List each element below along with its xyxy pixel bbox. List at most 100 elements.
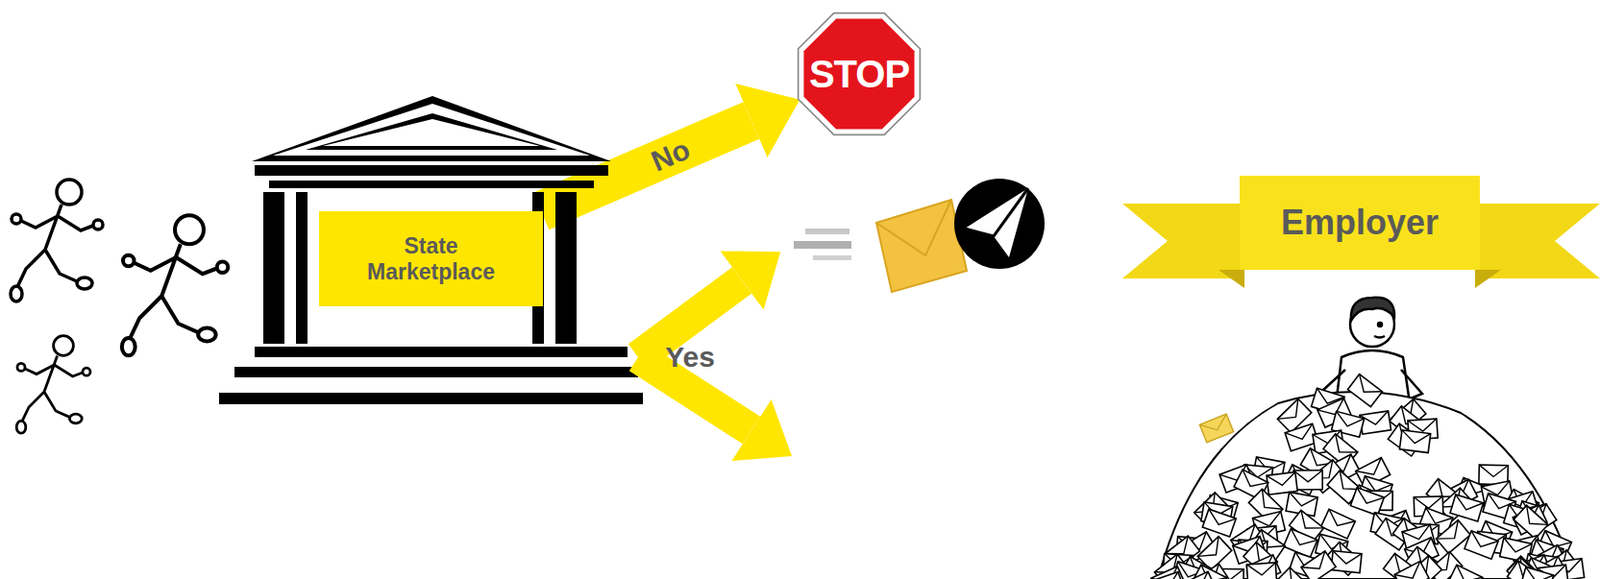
envelope-pile (1513, 505, 1549, 540)
envelope-pile (1347, 374, 1382, 408)
envelope-pile (1347, 374, 1382, 408)
mail-icon (812, 255, 852, 261)
octagon-fill (803, 18, 914, 129)
envelope-pile (1350, 488, 1384, 517)
envelope-pile (1277, 398, 1306, 428)
employer-banner: Employer (1239, 175, 1480, 271)
envelope-pile (1523, 567, 1554, 579)
envelope-pile (1321, 509, 1356, 540)
mail-icon (954, 178, 1045, 270)
envelope-pile (1293, 470, 1323, 491)
envelope-pile (1394, 562, 1429, 579)
envelope-pile (1324, 509, 1355, 532)
stop-sign: STOP (791, 6, 927, 142)
envelope-pile (1435, 520, 1466, 549)
envelope-pile (1350, 488, 1384, 517)
mail-icon (964, 188, 1029, 237)
envelope-pile (1246, 563, 1277, 579)
envelope-pile (1266, 472, 1298, 495)
envelope-pile (1151, 572, 1185, 579)
envelope-pile (1464, 531, 1499, 560)
envelope-pile (1246, 563, 1277, 579)
building-icon (254, 165, 609, 176)
envelope-pile (1450, 494, 1484, 522)
envelope-pile (1199, 414, 1233, 444)
envelope-pile (1467, 531, 1499, 553)
envelope-pile (1301, 551, 1336, 579)
mail-icon (793, 241, 852, 249)
envelope-pile (1293, 470, 1323, 491)
envelope-pile (1450, 494, 1484, 522)
walking-figure (10, 179, 228, 434)
building-icon (219, 96, 643, 405)
envelope-pile (1399, 430, 1430, 454)
mail-icon (805, 228, 850, 235)
envelope-pile (1151, 374, 1585, 579)
building-icon (251, 96, 612, 162)
edge-label: No (646, 132, 695, 178)
envelope-pile (1276, 567, 1310, 579)
envelope-pile (1301, 551, 1332, 578)
envelope-pile (1520, 567, 1553, 579)
envelope-pile (1266, 472, 1298, 495)
envelope-pile (1352, 374, 1382, 402)
envelope-pile (1501, 538, 1532, 556)
mail-icon (876, 199, 952, 256)
envelope-pile (1448, 565, 1483, 579)
building-icon (219, 393, 643, 405)
building-icon (234, 367, 639, 378)
envelope-pile (1266, 472, 1297, 488)
building-icon (322, 119, 541, 147)
envelope-pile (1301, 551, 1336, 579)
building-icon (272, 103, 591, 156)
envelope-pile (1464, 531, 1499, 560)
envelope-pile (1286, 529, 1318, 552)
envelope-pile (1519, 505, 1549, 534)
envelope-pile (1394, 562, 1429, 579)
envelope-pile (1452, 494, 1483, 515)
arrow-label: Yes (664, 341, 715, 374)
envelope-pile (1281, 567, 1311, 579)
envelope-pile (1276, 567, 1310, 579)
envelope-pile (1199, 414, 1233, 444)
banner-tail (1475, 203, 1600, 279)
banner-tail (1218, 270, 1245, 289)
envelope-pile (1353, 488, 1384, 510)
envelope-pile (1359, 411, 1392, 435)
envelope-pile (1328, 434, 1358, 462)
envelope-pile (1448, 565, 1483, 579)
envelope-pile (1197, 537, 1227, 566)
envelope-pile (1394, 562, 1426, 579)
employer-person (1374, 336, 1385, 339)
envelope-pile (1478, 465, 1508, 478)
mail-icon (793, 178, 1045, 293)
envelope-pile (1287, 492, 1319, 509)
envelope-pile (1513, 505, 1549, 540)
mail-icon (964, 188, 1029, 258)
node-text: State Marketplace (359, 233, 504, 286)
envelope-pile (1407, 418, 1438, 433)
walking-figure (122, 215, 228, 356)
banner-tail (1475, 270, 1502, 289)
envelope-pile (1520, 567, 1553, 579)
envelope-pile (1284, 423, 1316, 444)
envelope-pile (1246, 555, 1281, 579)
node-text: STOP (809, 52, 910, 97)
envelope-pile (1246, 555, 1281, 579)
envelope-pile (1157, 392, 1576, 579)
envelope-pile (1246, 563, 1277, 577)
envelope-pile (1199, 414, 1231, 436)
envelope-pile (1399, 430, 1430, 454)
node-text: Employer (1280, 202, 1439, 244)
envelope-pile (1181, 571, 1213, 579)
yes-arrow (638, 280, 752, 431)
mail-icon (876, 199, 967, 293)
envelope-pile (1181, 571, 1217, 579)
envelope-pile (1413, 496, 1443, 510)
building-icon (269, 180, 594, 189)
envelope-pile (1452, 565, 1483, 579)
envelope-pile (1151, 572, 1185, 579)
envelope-pile (1330, 551, 1362, 574)
envelope-pile (1359, 411, 1392, 435)
envelope-pile (1330, 551, 1362, 574)
